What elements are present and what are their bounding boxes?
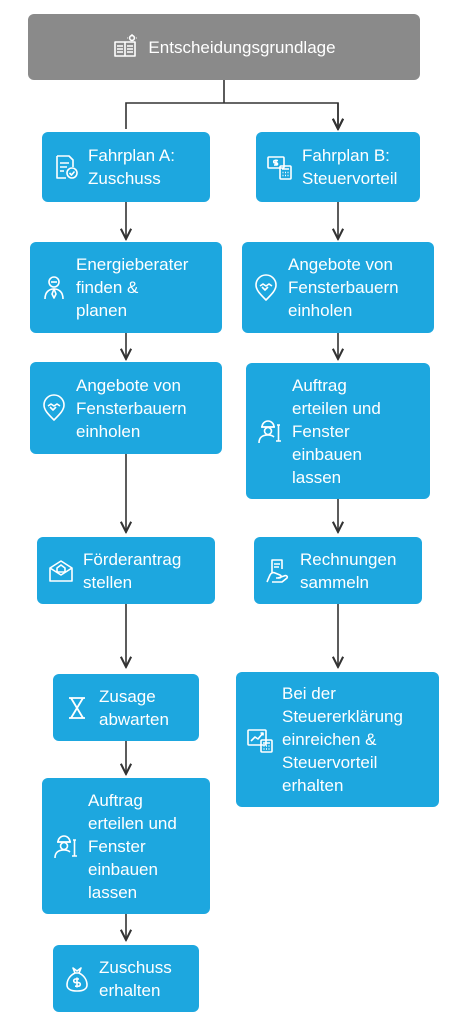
handshake-icon: [252, 273, 280, 302]
book-idea-icon: [112, 33, 140, 61]
step-b-rechnungen: Rechnungen sammeln: [254, 537, 422, 604]
step-b-angebote: Angebote von Fensterbauern einholen: [242, 242, 434, 333]
consultant-icon: [40, 274, 68, 302]
step-a-energieberater-label: Energieberater finden & planen: [76, 255, 189, 320]
step-b-auftrag: Auftrag erteilen und Fenster einbauen la…: [246, 363, 430, 499]
plan-a-title: Fahrplan A: Zuschuss: [88, 146, 175, 188]
step-a-auftrag-label: Auftrag erteilen und Fenster einbauen la…: [88, 790, 177, 902]
step-a-angebote-label: Angebote von Fensterbauern einholen: [76, 375, 187, 441]
plan-a-header: Fahrplan A: Zuschuss: [42, 132, 210, 202]
plan-b-title: Fahrplan B: Steuervorteil: [302, 146, 398, 188]
step-a-energieberater: Energieberater finden & planen: [30, 242, 222, 333]
envelope-house-icon: [47, 557, 75, 585]
money-bag-icon: [63, 965, 91, 993]
step-b-steuererklaerung: Bei der Steuererklärung einreichen & Ste…: [236, 672, 439, 807]
root-node: Entscheidungsgrundlage: [28, 14, 420, 80]
receipts-hand-icon: [264, 557, 292, 585]
step-b-rechnungen-label: Rechnungen sammeln: [300, 549, 397, 592]
worker-icon: [256, 417, 284, 445]
step-b-steuererklaerung-label: Bei der Steuererklärung einreichen & Ste…: [282, 684, 403, 795]
step-a-zusage-label: Zusage abwarten: [99, 686, 169, 729]
tax-chart-icon: [246, 726, 274, 754]
step-b-angebote-label: Angebote von Fensterbauern einholen: [288, 255, 399, 320]
step-b-auftrag-label: Auftrag erteilen und Fenster einbauen la…: [292, 375, 381, 487]
step-a-foerderantrag-label: Förderantrag stellen: [83, 549, 182, 592]
step-a-foerderantrag: Förderantrag stellen: [37, 537, 215, 604]
step-a-zuschuss: Zuschuss erhalten: [53, 945, 199, 1012]
plan-b-header: Fahrplan B: Steuervorteil: [256, 132, 420, 202]
root-label: Entscheidungsgrundlage: [148, 37, 336, 57]
handshake-icon: [40, 394, 68, 422]
step-a-zusage: Zusage abwarten: [53, 674, 199, 741]
step-a-auftrag: Auftrag erteilen und Fenster einbauen la…: [42, 778, 210, 914]
worker-icon: [52, 832, 80, 860]
calculator-money-icon: [266, 153, 294, 181]
connector-root-split: [125, 80, 338, 129]
document-check-icon: [52, 153, 80, 181]
step-a-zuschuss-label: Zuschuss erhalten: [99, 957, 172, 1000]
step-a-angebote: Angebote von Fensterbauern einholen: [30, 362, 222, 454]
hourglass-icon: [63, 694, 91, 722]
